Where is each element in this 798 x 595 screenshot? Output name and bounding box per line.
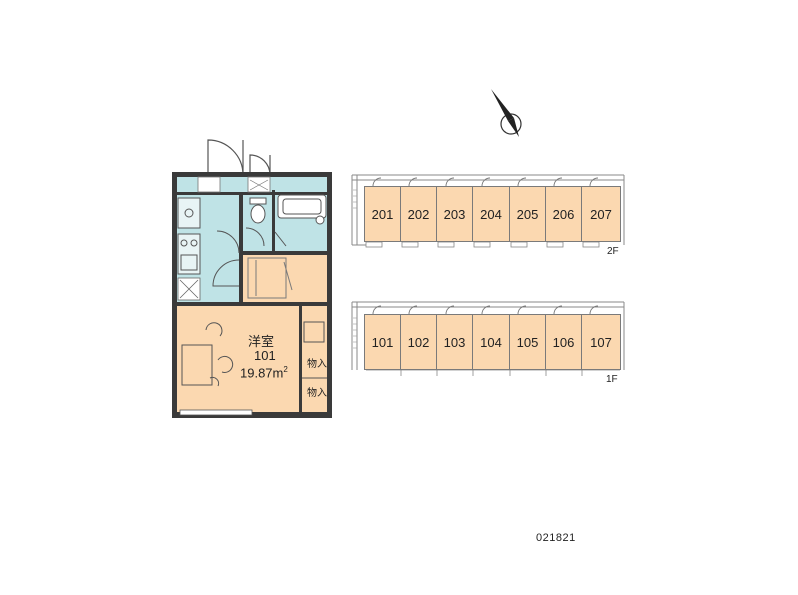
balconies-2f [365, 241, 600, 248]
partition-wall [272, 190, 275, 251]
entrance-door [207, 139, 271, 176]
unit-206: 206 [545, 186, 582, 242]
unit-204: 204 [472, 186, 510, 242]
main-room [177, 306, 299, 412]
interior-doors [212, 227, 287, 287]
unit-107: 107 [581, 314, 621, 370]
partition-wall [177, 192, 327, 195]
unit-doors-2f [372, 177, 599, 187]
room-area-label: 19.87m2 [240, 365, 288, 381]
property-code: 021821 [536, 532, 576, 544]
storage-upper [243, 255, 327, 303]
genkan [197, 176, 221, 193]
floor-label-1f: 1F [606, 374, 618, 385]
toilet [249, 197, 267, 224]
partition-wall [177, 302, 327, 306]
window [179, 409, 253, 416]
room-type-label: 洋室 [248, 334, 275, 349]
unit-102: 102 [400, 314, 437, 370]
stairs [353, 189, 357, 349]
unit-205: 205 [509, 186, 546, 242]
unit-203: 203 [436, 186, 473, 242]
unit-103: 103 [436, 314, 473, 370]
washing-machine [177, 197, 201, 229]
unit-202: 202 [400, 186, 437, 242]
unit-104: 104 [472, 314, 510, 370]
storage-label: 物入 [307, 359, 327, 370]
storage-label: 物入 [307, 388, 327, 399]
partition-wall [243, 251, 327, 255]
corridor-2f [351, 174, 625, 246]
balconies-1f [366, 369, 620, 376]
partition-wall [299, 306, 302, 412]
floor-label-2f: 2F [607, 246, 619, 257]
unit-101: 101 [364, 314, 401, 370]
bathtub [277, 194, 327, 225]
unit-doors-1f [372, 305, 599, 315]
fridge [177, 277, 201, 301]
corridor-1f [351, 301, 625, 370]
room-furniture [181, 322, 234, 387]
unit-201: 201 [364, 186, 401, 242]
room-number-label: 101 [254, 348, 276, 363]
unit-105: 105 [509, 314, 546, 370]
kitchen [177, 233, 201, 275]
partition-wall [239, 195, 243, 302]
closet-area [302, 306, 327, 412]
unit-207: 207 [581, 186, 621, 242]
unit-106: 106 [545, 314, 582, 370]
